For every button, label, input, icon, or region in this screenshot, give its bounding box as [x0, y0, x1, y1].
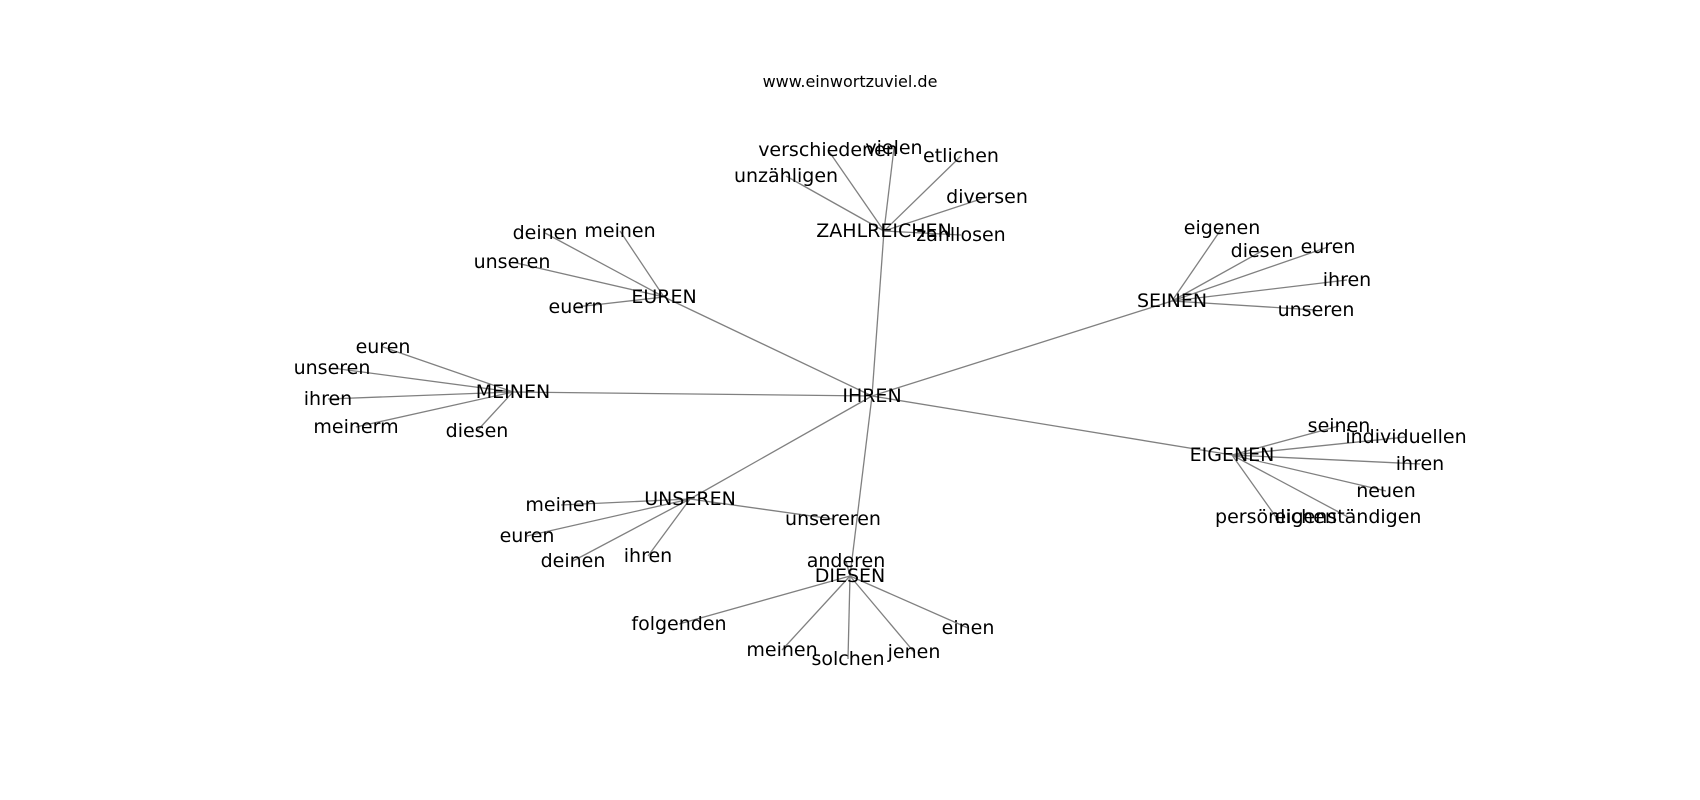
leaf-node-label: folgenden	[631, 613, 726, 635]
leaf-node-label: unseren	[474, 251, 551, 273]
edge-unseren-leaf	[647, 498, 691, 557]
leaf-node-label: eigenständigen	[1275, 506, 1422, 528]
leaf-node-label: persönlichen	[1215, 506, 1337, 528]
leaf-node-label: euren	[500, 525, 555, 547]
leaf-node-label: ihren	[304, 388, 352, 410]
leaf-node-label: diesen	[446, 420, 509, 442]
leaf-node-label: etlichen	[923, 145, 999, 167]
leaf-node-label: seinen	[1308, 415, 1371, 437]
site-url-label: www.einwortzuviel.de	[762, 72, 938, 91]
leaf-node-label: jenen	[887, 641, 941, 663]
leaf-node-label: eigenen	[1184, 217, 1261, 239]
leaf-node-label: ihren	[1396, 453, 1444, 475]
leaf-node-label: unseren	[1278, 299, 1355, 321]
edge-zahlreichen-leaf	[883, 155, 962, 232]
edge-seinen-leaf	[1171, 300, 1317, 311]
edge-eigenen-leaf	[1231, 425, 1340, 456]
leaf-node-label: anderen	[807, 550, 886, 572]
leaf-node-label: solchen	[811, 648, 884, 670]
edge-center-eigenen	[871, 395, 1233, 456]
edge-zahlreichen-leaf	[883, 196, 988, 232]
leaf-node-label: diesen	[1231, 240, 1294, 262]
leaf-node-label: meinerm	[313, 416, 398, 438]
edge-unseren-leaf	[560, 498, 691, 506]
leaf-node-label: meinen	[584, 220, 655, 242]
edge-meinen-leaf	[382, 346, 514, 393]
edge-zahlreichen-leaf	[785, 175, 885, 232]
leaf-node-label: meinen	[525, 494, 596, 516]
graph-edges	[327, 147, 1421, 660]
edge-diesen-leaf	[678, 575, 851, 625]
edge-center-euren	[663, 296, 873, 397]
hub-node-meinen: MEINEN	[476, 381, 550, 403]
hub-node-eigenen: EIGENEN	[1190, 444, 1275, 466]
edge-center-zahlreichen	[871, 230, 885, 397]
edge-center-seinen	[871, 300, 1173, 397]
leaf-node-label: diversen	[946, 186, 1028, 208]
leaf-node-label: ihren	[624, 545, 672, 567]
edge-eigenen-leaf	[1231, 436, 1407, 456]
leaf-node-label: euren	[356, 336, 411, 358]
hub-node-unseren: UNSEREN	[644, 488, 736, 510]
leaf-node-label: meinen	[746, 639, 817, 661]
leaf-node-label: unzähligen	[734, 165, 838, 187]
edge-eigenen-leaf	[1231, 454, 1349, 518]
edge-meinen-leaf	[327, 391, 514, 400]
hub-node-zahlreichen: ZAHLREICHEN	[816, 220, 951, 242]
hub-node-diesen: DIESEN	[815, 565, 886, 587]
hub-node-seinen: SEINEN	[1137, 290, 1207, 312]
edge-zahlreichen-leaf	[883, 230, 962, 236]
edge-diesen-leaf	[849, 575, 915, 653]
edge-meinen-leaf	[355, 391, 514, 428]
leaf-node-label: zahllosen	[916, 224, 1005, 246]
edge-meinen-leaf	[331, 367, 514, 393]
edge-unseren-leaf	[572, 498, 691, 562]
hub-node-euren: EUREN	[631, 286, 696, 308]
leaf-node-label: euren	[1301, 236, 1356, 258]
leaf-node-label: unseren	[294, 357, 371, 379]
leaf-node-label: deinen	[513, 222, 578, 244]
leaf-node-label: individuellen	[1345, 426, 1466, 448]
leaf-node-label: deinen	[541, 550, 606, 572]
edge-center-meinen	[512, 391, 873, 397]
edge-seinen-leaf	[1171, 246, 1329, 302]
edge-diesen-leaf	[849, 575, 969, 629]
edge-meinen-leaf	[476, 391, 514, 432]
leaf-node-label: verschiedenen	[758, 139, 898, 161]
edge-center-diesen	[849, 395, 873, 577]
edge-eigenen-leaf	[1231, 454, 1277, 518]
edge-euren-leaf	[619, 230, 665, 298]
edge-center-unseren	[689, 395, 873, 500]
edge-zahlreichen-leaf	[827, 149, 885, 232]
edge-euren-leaf	[544, 232, 665, 298]
edge-eigenen-leaf	[1231, 454, 1421, 465]
edge-diesen-leaf	[845, 560, 851, 577]
leaf-node-label: einen	[942, 617, 995, 639]
edge-eigenen-leaf	[1231, 454, 1387, 492]
edge-seinen-leaf	[1171, 250, 1263, 302]
edge-unseren-leaf	[526, 498, 691, 537]
edge-euren-leaf	[575, 296, 665, 308]
center-node-label: IHREN	[842, 385, 901, 407]
edge-unseren-leaf	[689, 498, 834, 520]
leaf-node-label: vielen	[865, 137, 922, 159]
edge-diesen-leaf	[781, 575, 851, 651]
edge-euren-leaf	[511, 261, 665, 298]
edge-seinen-leaf	[1171, 227, 1223, 302]
leaf-node-label: unsereren	[785, 508, 881, 530]
edge-seinen-leaf	[1171, 279, 1348, 302]
edge-zahlreichen-leaf	[883, 147, 895, 232]
leaf-node-label: ihren	[1323, 269, 1371, 291]
leaf-node-label: euern	[549, 296, 604, 318]
leaf-node-label: neuen	[1356, 480, 1416, 502]
edge-diesen-leaf	[847, 575, 851, 660]
